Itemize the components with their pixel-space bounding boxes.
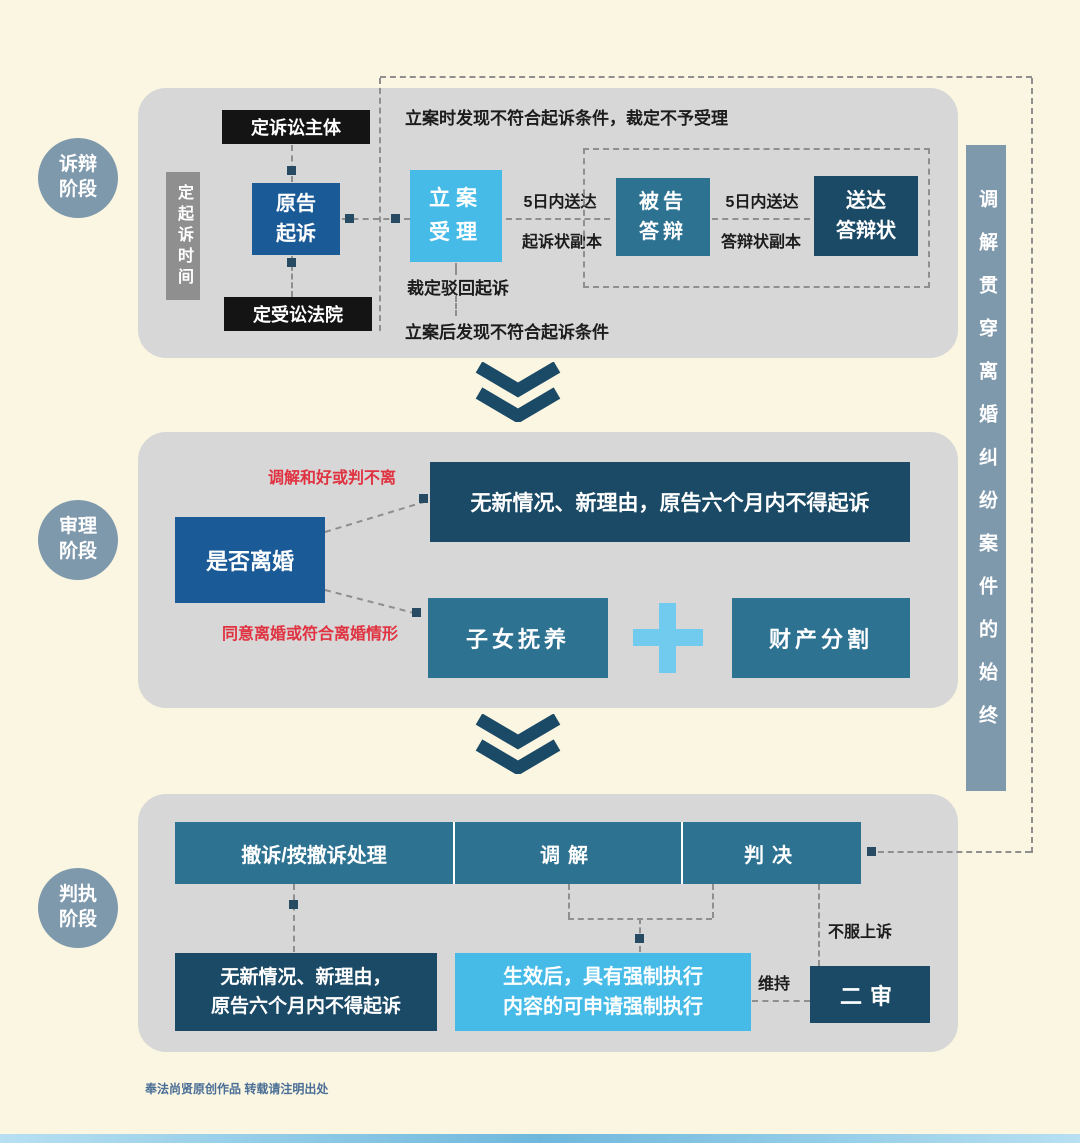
connector-dot (287, 258, 296, 267)
serve-defense-copy: 答辩状副本 (720, 234, 801, 251)
child-custody-box: 子女抚养 (428, 598, 608, 678)
determine-time-box: 定起诉时间 (166, 172, 200, 300)
determine-subject-box: 定诉讼主体 (222, 110, 370, 144)
note-reject: 裁定驳回起诉 (407, 279, 509, 298)
no-new-reason-box: 无新情况、新理由，原告六个月内不得起诉 (430, 462, 910, 542)
dashed-connector (342, 218, 410, 220)
connector-dot (287, 166, 296, 175)
defendant-answer-box: 被告 答辩 (616, 178, 710, 256)
withdraw-result-box: 无新情况、新理由， 原告六个月内不得起诉 (175, 953, 437, 1031)
connector-dot (391, 214, 400, 223)
connector-dot (289, 900, 298, 909)
header-withdraw: 撤诉/按撤诉处理 (175, 822, 455, 884)
stage-badge-trial: 审理 阶段 (38, 500, 118, 580)
connector-dot (345, 214, 354, 223)
enforcement-box: 生效后，具有强制执行 内容的可申请强制执行 (455, 953, 751, 1031)
footer-credit: 奉法尚贤原创作品 转载请注明出处 (145, 1082, 329, 1096)
stage-badge-judgment: 判执 阶段 (38, 868, 118, 948)
deliver-defense-box: 送达 答辩状 (814, 176, 918, 256)
trial-dashed-lines (324, 501, 425, 615)
connector-dot (635, 934, 644, 943)
header-verdict: 判决 (744, 844, 800, 867)
dashed-connector (455, 296, 457, 316)
dashed-connector (291, 145, 293, 182)
dashed-connector (455, 263, 457, 275)
dashed-connector (506, 218, 610, 220)
divorce-question-box: 是否离婚 (175, 517, 325, 603)
dashed-connector (818, 884, 820, 966)
dashed-connector (380, 76, 1032, 78)
connector-dot (867, 847, 876, 856)
plaintiff-sue-box: 原告 起诉 (252, 183, 340, 255)
serve-complaint-days: 5日内送达 (523, 194, 597, 211)
judgment-header-bar: 撤诉/按撤诉处理 调解 判决 (175, 822, 861, 884)
determine-court-box: 定受讼法院 (224, 297, 372, 331)
down-chevron-icon (473, 361, 563, 427)
connector-dot (419, 494, 428, 503)
serve-complaint-copy: 起诉状副本 (521, 234, 602, 251)
mediation-bar: 调解贯穿离婚纠纷案件的始终 (966, 145, 1006, 791)
down-chevron-icon (473, 713, 563, 779)
dashed-connector (712, 884, 714, 918)
dashed-connector (379, 78, 381, 331)
stage-badge-litigation: 诉辩 阶段 (38, 138, 118, 218)
serve-defense-days: 5日内送达 (725, 194, 799, 211)
note-not-accepted: 立案时发现不符合起诉条件，裁定不予受理 (405, 109, 728, 128)
case-filing-box: 立案 受理 (410, 170, 502, 262)
second-instance-box: 二审 (810, 966, 930, 1023)
dashed-connector (568, 884, 570, 918)
header-mediation: 调解 (455, 822, 683, 884)
label-no-divorce: 调解和好或判不离 (268, 470, 397, 487)
plus-icon (659, 603, 676, 673)
dashed-connector (752, 1000, 810, 1002)
dashed-connector (1031, 78, 1033, 853)
dashed-connector (293, 884, 295, 952)
connector-dot (412, 608, 421, 617)
dashed-connector (712, 218, 810, 220)
dashed-connector (878, 851, 1031, 853)
label-yes-divorce: 同意离婚或符合离婚情形 (222, 626, 399, 643)
property-division-box: 财产分割 (732, 598, 910, 678)
bottom-strip (0, 1134, 1080, 1143)
defense-dashed-group (583, 148, 930, 288)
note-after-filing: 立案后发现不符合起诉条件 (405, 323, 609, 342)
maintain-label: 维持 (758, 976, 791, 993)
dashed-connector (291, 256, 293, 297)
appeal-label: 不服上诉 (828, 924, 893, 941)
